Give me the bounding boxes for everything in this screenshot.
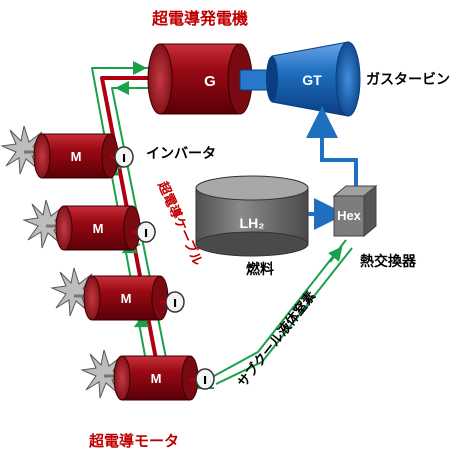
- motor-unit-4: [81, 349, 215, 401]
- inverter-icon: [136, 221, 156, 243]
- motor-label-1: M: [71, 149, 82, 164]
- generator-icon: [147, 43, 274, 115]
- coolant-label: サブクール液体窒素: [235, 288, 320, 390]
- inverter-icon: [195, 368, 215, 390]
- turbine-title: ガスタービン: [366, 72, 450, 88]
- heat-exchanger-icon: [332, 184, 378, 238]
- motor-label-2: M: [93, 221, 104, 236]
- motor-title: 超電導モータ: [88, 432, 179, 450]
- turbine-label: GT: [302, 72, 322, 88]
- generator-label: G: [204, 73, 216, 90]
- inverter-label-1: I: [122, 152, 126, 165]
- motor-unit-3: [51, 267, 185, 321]
- hex-title: 熱交換器: [360, 253, 417, 270]
- motor-label-3: M: [121, 291, 132, 306]
- motor-label-4: M: [151, 371, 162, 386]
- motor-unit-2: [23, 199, 156, 251]
- fuel-label: 燃料: [246, 261, 274, 278]
- exhaust-arrow: [306, 106, 358, 190]
- inverter-label-3: I: [173, 297, 177, 310]
- motor-unit-1: [1, 125, 134, 179]
- coolant-line: [213, 239, 353, 385]
- inverter-label-2: I: [144, 227, 148, 240]
- inverter-title: インバータ: [146, 146, 216, 162]
- generator-title: 超電導発電機: [151, 9, 248, 28]
- hex-label: Hex: [337, 208, 362, 223]
- inverter-icon: [165, 291, 185, 313]
- tank-label: LH₂: [240, 215, 265, 231]
- inverter-icon: [114, 146, 134, 168]
- turbine-icon: [266, 41, 361, 117]
- inverter-label-4: I: [203, 374, 207, 387]
